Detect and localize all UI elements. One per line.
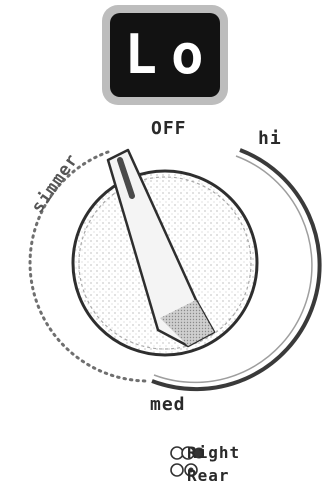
simmer-arc-dotted — [28, 150, 150, 383]
hi-label: hi — [258, 128, 282, 149]
display-screen: Lo — [110, 13, 220, 97]
heat-arc-inner — [153, 155, 313, 384]
knob-grip-shadow — [160, 300, 214, 346]
burner-position-right: Right — [187, 443, 241, 462]
temperature-display: Lo — [102, 5, 228, 105]
simmer-label: simmer — [28, 150, 83, 217]
burner-location-icon — [170, 446, 204, 477]
knob-pointer-indicator — [117, 157, 135, 199]
burner-position-rear: Rear — [187, 466, 230, 485]
knob-rim — [78, 176, 252, 350]
heat-arc-solid — [151, 148, 322, 392]
med-label: med — [150, 394, 186, 415]
off-label: OFF — [151, 118, 187, 139]
display-readout: Lo — [124, 23, 218, 86]
